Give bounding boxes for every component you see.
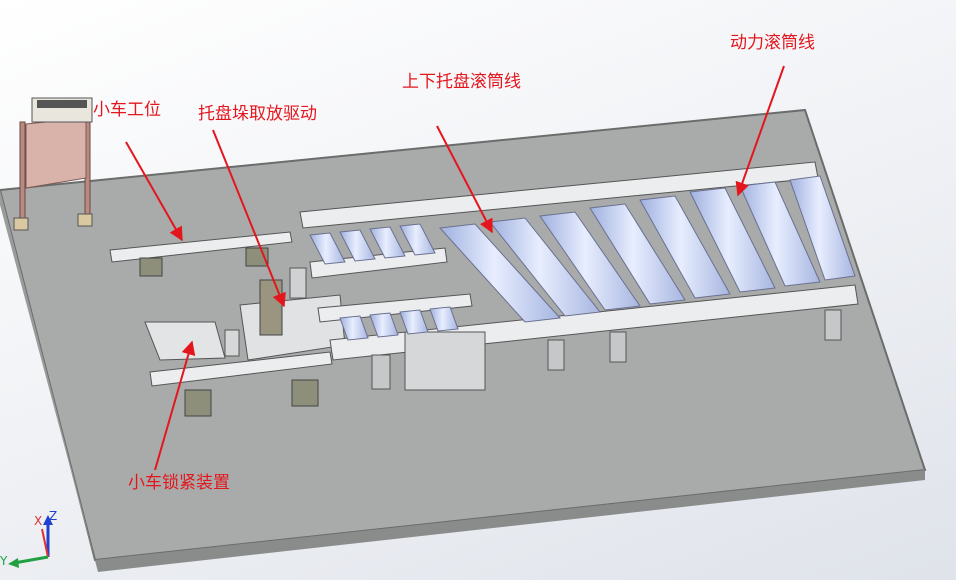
label-pallet-stack-drive: 托盘垛取放驱动 bbox=[198, 104, 317, 124]
z-axis-label: Z bbox=[49, 509, 57, 523]
label-cart-station: 小车工位 bbox=[93, 100, 161, 120]
x-axis-arrow bbox=[41, 528, 49, 558]
arrow-powered-roller-line bbox=[735, 65, 785, 197]
label-updown-pallet-roller-line: 上下托盘滚筒线 bbox=[402, 72, 521, 92]
label-powered-roller-line: 动力滚筒线 bbox=[730, 33, 815, 53]
arrow-pallet-stack-drive bbox=[212, 129, 286, 308]
arrow-updown-roller-line bbox=[436, 125, 493, 234]
y-axis-label: Y bbox=[0, 554, 8, 568]
conveyor-frame bbox=[299, 161, 859, 391]
callout-arrows bbox=[125, 65, 785, 471]
arrow-cart-locking-device bbox=[154, 340, 196, 471]
x-axis-label: X bbox=[34, 514, 42, 528]
cart-station-rail bbox=[109, 231, 293, 277]
y-axis-arrow bbox=[13, 555, 49, 565]
coordinate-axis-triad: X Z Y bbox=[0, 509, 57, 568]
label-cart-locking-device: 小车锁紧装置 bbox=[128, 473, 230, 493]
arrow-cart-station bbox=[125, 141, 183, 242]
operator-cabinet bbox=[13, 97, 93, 231]
roller-set bbox=[309, 175, 856, 341]
